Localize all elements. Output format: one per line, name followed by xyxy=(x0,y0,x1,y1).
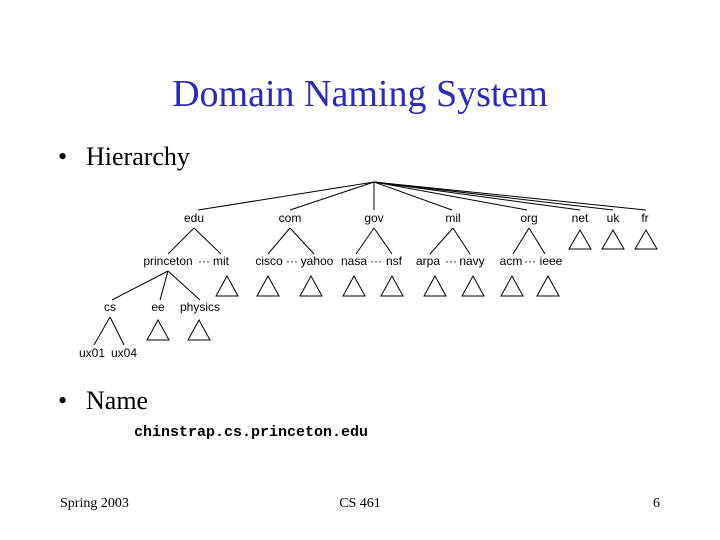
slide-title: Domain Naming System xyxy=(172,73,548,115)
edge-root-com xyxy=(289,181,375,211)
node-arpa: arpa xyxy=(416,254,440,268)
footer-date: Spring 2003 xyxy=(60,496,129,511)
edge-gov-nasa xyxy=(355,227,375,255)
node-mit: mit xyxy=(213,254,230,268)
subtree-physics xyxy=(187,318,211,341)
bullet-name-label: Name xyxy=(86,386,149,415)
node-yahoo: yahoo xyxy=(301,254,334,268)
ellipsis-gov: ··· xyxy=(370,254,382,268)
node-uk: uk xyxy=(607,211,621,225)
subtree-ee xyxy=(146,318,170,341)
subtree-mit xyxy=(215,274,239,297)
edge-edu-mit xyxy=(193,227,222,255)
bullet-dot: • xyxy=(58,386,68,415)
subtree-cisco xyxy=(256,274,280,297)
edge-root-mil xyxy=(373,181,453,211)
edge-edu-princeton xyxy=(167,227,195,255)
subtree-nasa xyxy=(342,274,366,297)
subtree-ieee xyxy=(536,274,560,297)
subtree-uk xyxy=(601,229,625,250)
edge-root-fr xyxy=(373,181,647,211)
second-level-edges xyxy=(167,227,546,255)
node-ux01: ux01 xyxy=(79,346,105,360)
node-ee: ee xyxy=(151,300,165,314)
node-nsf: nsf xyxy=(386,254,403,268)
node-acm: acm xyxy=(500,254,523,268)
edge-root-edu xyxy=(197,181,375,211)
edge-root-uk xyxy=(373,181,614,211)
subtree-arpa xyxy=(423,274,447,297)
subtree-net xyxy=(568,229,592,250)
bullet-hierarchy-label: Hierarchy xyxy=(86,142,190,171)
edge-cs-ux04 xyxy=(109,316,125,346)
node-com: com xyxy=(279,211,302,225)
edge-princeton-cs xyxy=(111,270,169,301)
node-navy: navy xyxy=(459,254,484,268)
subtree-navy xyxy=(461,274,485,297)
node-nasa: nasa xyxy=(341,254,367,268)
edge-root-net xyxy=(373,181,581,211)
node-cs: cs xyxy=(104,300,116,314)
root-edges xyxy=(197,181,647,211)
ellipsis-org: ··· xyxy=(524,254,536,268)
node-ux04: ux04 xyxy=(111,346,137,360)
node-ieee: ieee xyxy=(540,254,563,268)
subtree-acm xyxy=(500,274,524,297)
node-gov: gov xyxy=(364,211,383,225)
edge-cs-ux01 xyxy=(93,316,111,346)
edge-org-acm xyxy=(512,227,530,255)
bullet-hierarchy: • Hierarchy xyxy=(58,142,190,172)
ellipsis-edu: ··· xyxy=(198,254,210,268)
subtree-fr xyxy=(634,229,658,250)
ellipsis-com: ··· xyxy=(286,254,298,268)
edge-root-org xyxy=(373,181,528,211)
node-mil: mil xyxy=(445,211,460,225)
example-domain-name: chinstrap.cs.princeton.edu xyxy=(134,424,369,441)
edge-mil-navy xyxy=(452,227,471,255)
node-org: org xyxy=(520,211,537,225)
edge-mil-arpa xyxy=(429,227,454,255)
edge-gov-nsf xyxy=(373,227,393,255)
node-cisco: cisco xyxy=(255,254,283,268)
footer-course: CS 461 xyxy=(339,496,381,511)
bullet-name: • Name xyxy=(58,386,148,416)
node-princeton: princeton xyxy=(143,254,192,268)
node-net: net xyxy=(572,211,589,225)
edge-com-yahoo xyxy=(289,227,315,255)
node-fr: fr xyxy=(641,211,648,225)
node-edu: edu xyxy=(184,211,204,225)
edge-princeton-ee xyxy=(159,270,169,301)
edge-org-ieee xyxy=(528,227,546,255)
subtree-nsf xyxy=(380,274,404,297)
node-physics: physics xyxy=(180,300,220,314)
bullet-dot: • xyxy=(58,142,68,171)
edge-princeton-physics xyxy=(167,270,201,301)
footer-page-number: 6 xyxy=(653,496,660,511)
ellipsis-mil: ··· xyxy=(445,254,457,268)
edge-com-cisco xyxy=(267,227,291,255)
subtree-yahoo xyxy=(299,274,323,297)
